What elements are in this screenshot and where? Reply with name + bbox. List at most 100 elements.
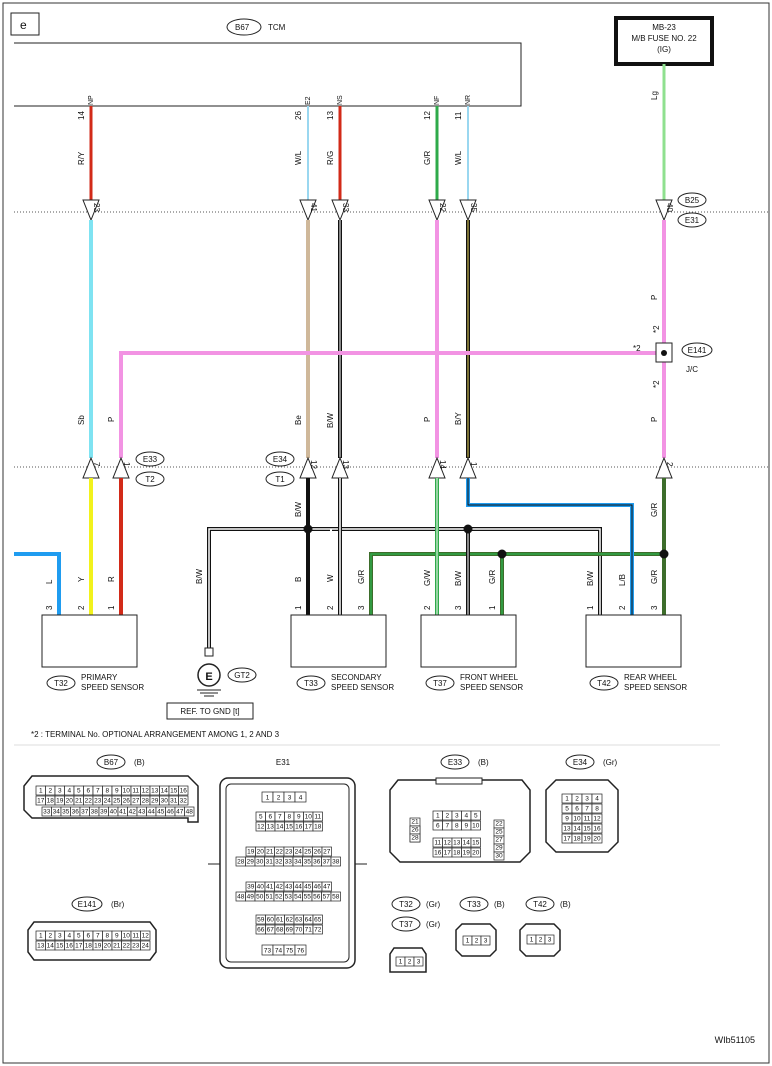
t42-pin-3: 3 [650,605,659,610]
t42-pin-2: 2 [618,605,627,610]
pin-label: 8 [105,788,109,795]
color-r: R [107,576,116,582]
pin-label: 7 [96,788,100,795]
pin-label: 16 [295,824,303,831]
tcm-sig-nr: NR [465,95,472,105]
pin-label: 24 [104,798,112,805]
pin-cell [312,914,323,925]
pin-label: 28 [411,835,419,842]
pin-label: 19 [463,850,471,857]
color-gr-front: G/R [488,570,497,584]
pin-label: 1 [399,959,403,966]
pin-label: 11 [584,816,591,823]
badge-t37 [425,675,455,691]
badge-e141 [681,342,713,358]
cv-e33-pins: 2123242628123456789101112131415161718192… [409,810,505,861]
pin-label: 10 [305,814,313,821]
pin-cell [330,891,341,902]
pin-label: 19 [247,849,255,856]
pin-label: 18 [47,798,55,805]
pin-label: 6 [575,806,579,813]
pin-label: 23 [132,943,140,950]
mid-color-be: Be [294,415,303,425]
badge-t32 [46,675,76,691]
pin-label: 1 [39,933,43,940]
tcm-label: TCM [268,23,286,32]
sensor-t37-box [420,614,517,668]
pin-label: 10 [573,816,581,823]
pin-label: 11 [132,788,139,795]
pin-label: 17 [563,836,571,843]
badge-e33 [135,451,165,467]
t37-pin-1: 1 [488,605,497,610]
mid-color-sb: Sb [77,415,86,425]
pin-cell [470,820,481,831]
pin-label: 10 [123,788,131,795]
pin-label: 2 [48,933,52,940]
cv-e33-color: (B) [478,758,489,767]
pin-label: 12 [142,933,150,940]
pin-label: 29 [247,859,255,866]
pin-label: 61 [276,917,284,924]
pin-label: 50 [256,894,264,901]
pin-label: 28 [142,798,150,805]
sensor-t33-name2: SPEED SENSOR [331,683,394,692]
badge-e34-text: E34 [273,455,288,464]
pin-label: 35 [62,809,70,816]
badge-t33 [296,675,326,691]
pin-cell [480,935,491,946]
tcm-color-14: R/Y [77,151,86,165]
pin-label: 3 [484,938,488,945]
pin-label: 56 [313,894,321,901]
pin-label: 57 [323,894,331,901]
pin-label: 3 [585,796,589,803]
badge-gt2 [227,667,257,683]
pin-label: 31 [170,798,178,805]
cv-t33-name: T33 [467,900,481,909]
color-w: W [326,574,335,582]
tcm-sig-ns: NS [337,95,344,105]
lj-pin-7: 7 [92,462,101,467]
badge-t1-text: T1 [275,475,285,484]
pin-label: 9 [464,823,468,830]
lj-pin-14: 14 [438,460,447,469]
badge-b25-text: B25 [685,196,700,205]
pin-label: 12 [257,824,265,831]
pin-label: 12 [444,840,452,847]
pin-label: 20 [593,836,601,843]
pin-label: 7 [585,806,589,813]
tcm-sig-nf: NF [434,96,441,105]
pin-label: 23 [285,849,293,856]
pin-label: 5 [259,814,263,821]
cv-e141-color: (Br) [111,900,125,909]
pin-cell [294,944,307,956]
pin-label: 67 [267,927,275,934]
fuse-line2: M/B FUSE NO. 22 [631,34,697,43]
pin-label: 42 [276,884,284,891]
pin-label: 62 [286,917,294,924]
pin-label: 2 [277,795,281,802]
pin-cell [413,956,424,967]
pin-cell [409,833,421,843]
mid-color-p-right: P [650,295,659,300]
badge-b25 [677,192,707,208]
badge-t32-text: T32 [54,679,68,688]
pin-label: 15 [472,840,480,847]
tcm-color-11: W/L [454,150,463,165]
pin-label: 7 [278,814,282,821]
pin-label: 19 [94,943,102,950]
pin-cell [591,803,603,814]
pin-label: 27 [323,849,331,856]
pin-label: 55 [304,894,312,901]
tcm-pin-12: 12 [423,111,432,120]
cv-t33-badge [459,896,489,912]
pin-label: 26 [314,849,322,856]
pin-label: 8 [105,933,109,940]
pin-label: 3 [417,959,421,966]
cv-e33-latch [435,777,483,785]
pin-label: 74 [275,948,283,955]
badge-e31 [677,212,707,228]
mid-color-by: B/Y [454,411,463,425]
